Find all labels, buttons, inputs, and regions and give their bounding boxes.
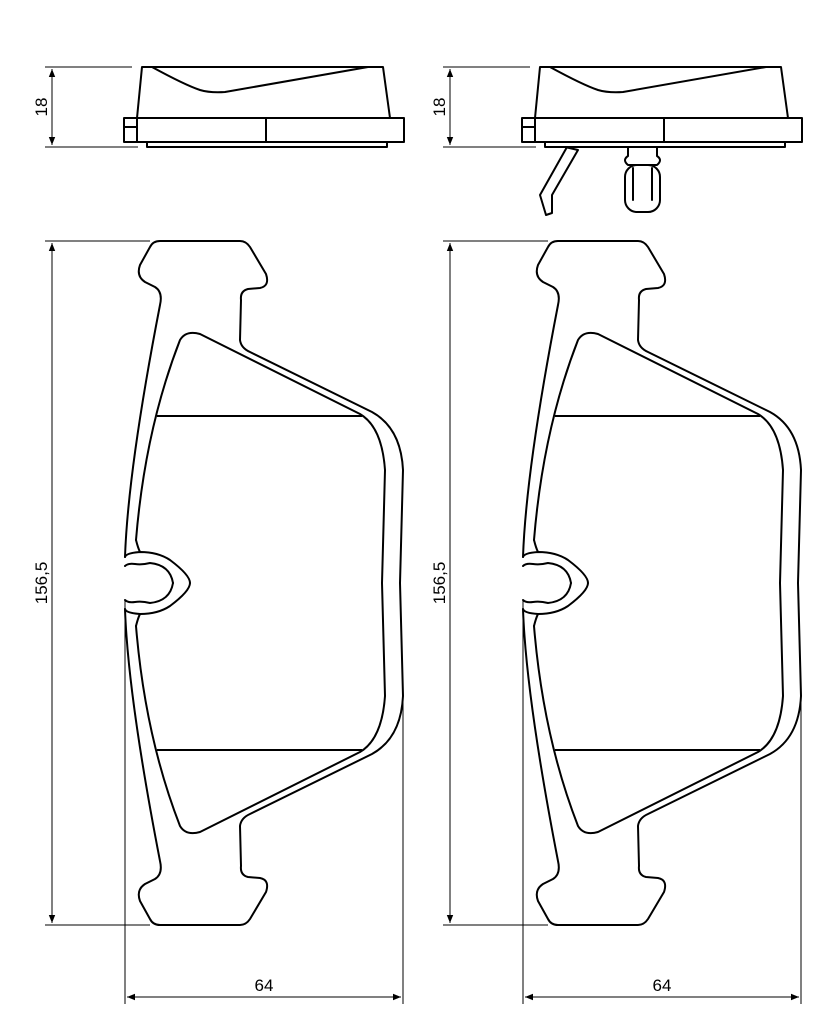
- left-brake-pad-front-view: [125, 241, 403, 925]
- left-brake-pad-side-view: [123, 66, 405, 148]
- right-brake-pad-side-view: [521, 66, 803, 148]
- wear-sensor-wire: [539, 146, 579, 216]
- left-width-dimension: [124, 600, 404, 1004]
- right-width-label: 64: [653, 976, 672, 995]
- left-height-label: 18: [32, 98, 51, 117]
- left-width-label: 64: [255, 976, 274, 995]
- left-height-dimension: [45, 66, 138, 148]
- left-length-dimension: [45, 240, 150, 926]
- wear-sensor-plug: [624, 146, 661, 213]
- right-length-dimension: [443, 240, 548, 926]
- right-height-dimension: [443, 66, 536, 148]
- right-height-label: 18: [430, 98, 449, 117]
- left-length-label: 156,5: [32, 562, 51, 605]
- right-brake-pad-front-view: [523, 241, 801, 925]
- right-length-label: 156,5: [430, 562, 449, 605]
- right-width-dimension: [522, 600, 802, 1004]
